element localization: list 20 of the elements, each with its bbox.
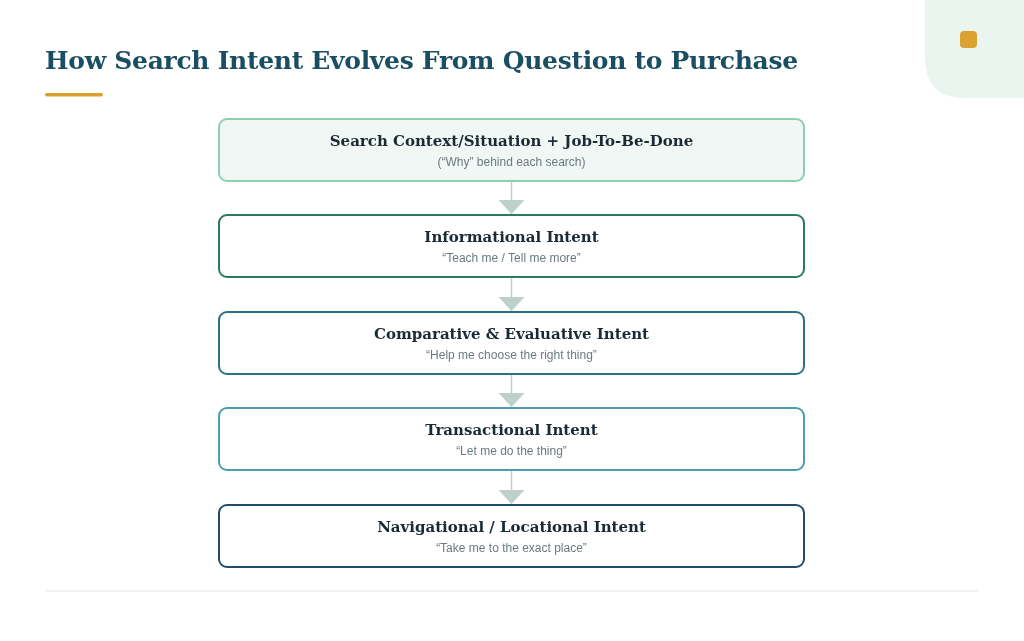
process-box	[218, 504, 805, 568]
box-subtitle: “Help me choose the right thing”	[426, 347, 597, 362]
box-subtitle: “Let me do the thing”	[456, 443, 567, 458]
process-box	[218, 214, 805, 278]
process-box	[218, 311, 805, 375]
box-heading: Navigational / Locational Intent	[377, 517, 646, 536]
box-heading: Comparative & Evaluative Intent	[373, 324, 649, 343]
arrow	[498, 181, 525, 215]
box-heading: Search Context/Situation + Job-To-Be-Done	[329, 131, 694, 150]
process-box	[218, 118, 805, 182]
box-heading: Informational Intent	[424, 227, 599, 246]
box-heading: Transactional Intent	[425, 420, 598, 439]
arrow	[498, 470, 525, 505]
arrow	[498, 374, 525, 408]
box-subtitle: (“Why” behind each search)	[437, 154, 586, 169]
box-subtitle: “Take me to the exact place”	[436, 540, 587, 555]
arrow	[498, 277, 525, 312]
process-box	[218, 407, 805, 471]
title: How Search Intent Evolves From Question to Purchase	[45, 46, 798, 75]
box-subtitle: “Teach me / Tell me more”	[442, 250, 581, 265]
